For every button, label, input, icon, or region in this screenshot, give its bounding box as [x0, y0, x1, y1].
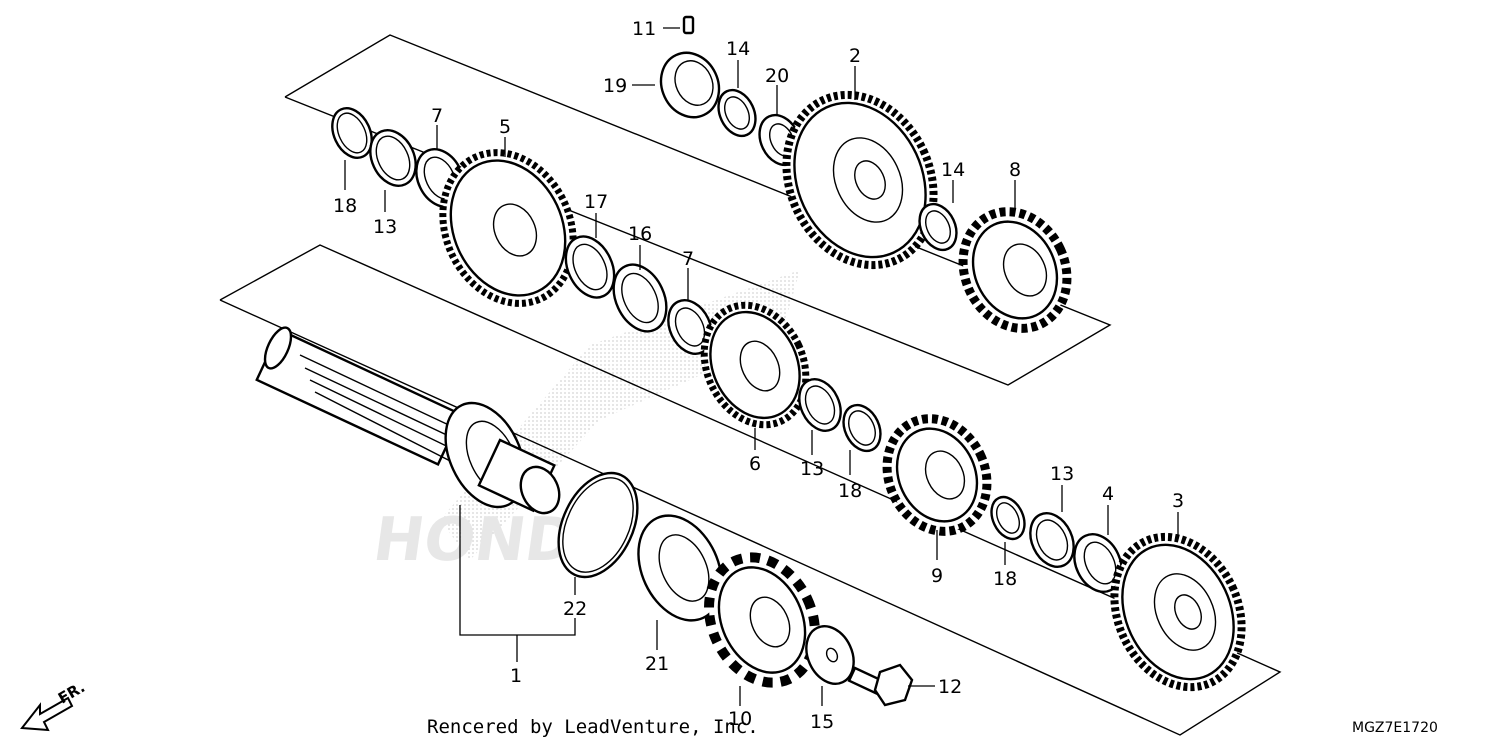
callout-12: 12	[938, 676, 962, 698]
callout-22: 22	[563, 598, 587, 620]
part-13-lower-washer	[1029, 512, 1075, 568]
part-12-bolt	[847, 663, 914, 707]
arrow-down-left-icon	[20, 696, 74, 732]
callout-14-upper: 14	[726, 38, 750, 60]
part-13-upper-washer	[369, 129, 417, 187]
part-21-oil-seal	[637, 514, 723, 622]
callout-2: 2	[849, 45, 861, 67]
part-9-gear	[882, 414, 992, 536]
callout-14-lower: 14	[941, 159, 965, 181]
part-10-drive-sprocket	[704, 552, 820, 688]
part-22-o-ring	[557, 471, 639, 579]
callout-18-upper: 18	[333, 195, 357, 217]
part-2-gear	[782, 90, 938, 270]
callout-7-middle: 7	[682, 248, 694, 270]
callout-7-upper: 7	[431, 105, 443, 127]
callout-15: 15	[810, 711, 834, 733]
callout-11: 11	[632, 18, 656, 40]
callout-13-lower: 13	[1050, 463, 1074, 485]
part-8-gear	[958, 207, 1072, 333]
callout-8: 8	[1009, 159, 1021, 181]
callout-20: 20	[765, 65, 789, 87]
callout-18-lower: 18	[993, 568, 1017, 590]
part-18-lower-snap-ring	[990, 495, 1026, 541]
callout-labels: 1 2 3 4 5 6 7 7 8 9 10 11 12 13 13 13 14…	[333, 18, 1184, 733]
callout-1: 1	[510, 665, 522, 687]
callout-13-middle: 13	[800, 458, 824, 480]
countershaft-group-outline	[284, 34, 1112, 386]
callout-18-middle: 18	[838, 480, 862, 502]
part-1-mainshaft	[255, 326, 561, 515]
callout-9: 9	[931, 565, 943, 587]
part-3-gear	[1110, 532, 1246, 692]
callout-19: 19	[603, 75, 627, 97]
mainshaft-group-outline	[219, 244, 1282, 736]
front-direction-indicator: FR.	[20, 678, 88, 732]
part-13-middle-washer	[798, 378, 842, 432]
diagram-code: MGZ7E1720	[1352, 720, 1438, 736]
part-6-gear	[700, 301, 810, 429]
leader-lines	[344, 27, 1179, 706]
callout-16: 16	[628, 223, 652, 245]
callout-4: 4	[1102, 483, 1114, 505]
part-15-washer	[805, 625, 855, 685]
part-16-thrust-washer	[612, 263, 668, 333]
callout-17: 17	[584, 191, 608, 213]
part-18-middle-snap-ring	[842, 403, 882, 453]
part-7-middle-bushing	[667, 299, 713, 355]
part-17-lock-washer	[564, 235, 616, 299]
callout-5: 5	[499, 116, 511, 138]
part-14-lower-washer	[918, 202, 958, 252]
part-4-bushing	[1073, 533, 1123, 593]
part-5-gear	[439, 149, 577, 307]
part-11-dowel-pin	[682, 15, 695, 35]
callout-21: 21	[645, 653, 669, 675]
group-outlines	[219, 34, 1282, 736]
callout-10: 10	[728, 708, 752, 730]
part-18-upper-snap-ring	[331, 107, 373, 159]
callout-6: 6	[749, 453, 761, 475]
callout-13-upper: 13	[373, 216, 397, 238]
callout-3: 3	[1172, 490, 1184, 512]
part-19-needle-bearing	[659, 51, 721, 119]
render-credit: Rencered by LeadVenture, Inc.	[427, 716, 759, 738]
part-14-upper-washer	[717, 88, 757, 138]
